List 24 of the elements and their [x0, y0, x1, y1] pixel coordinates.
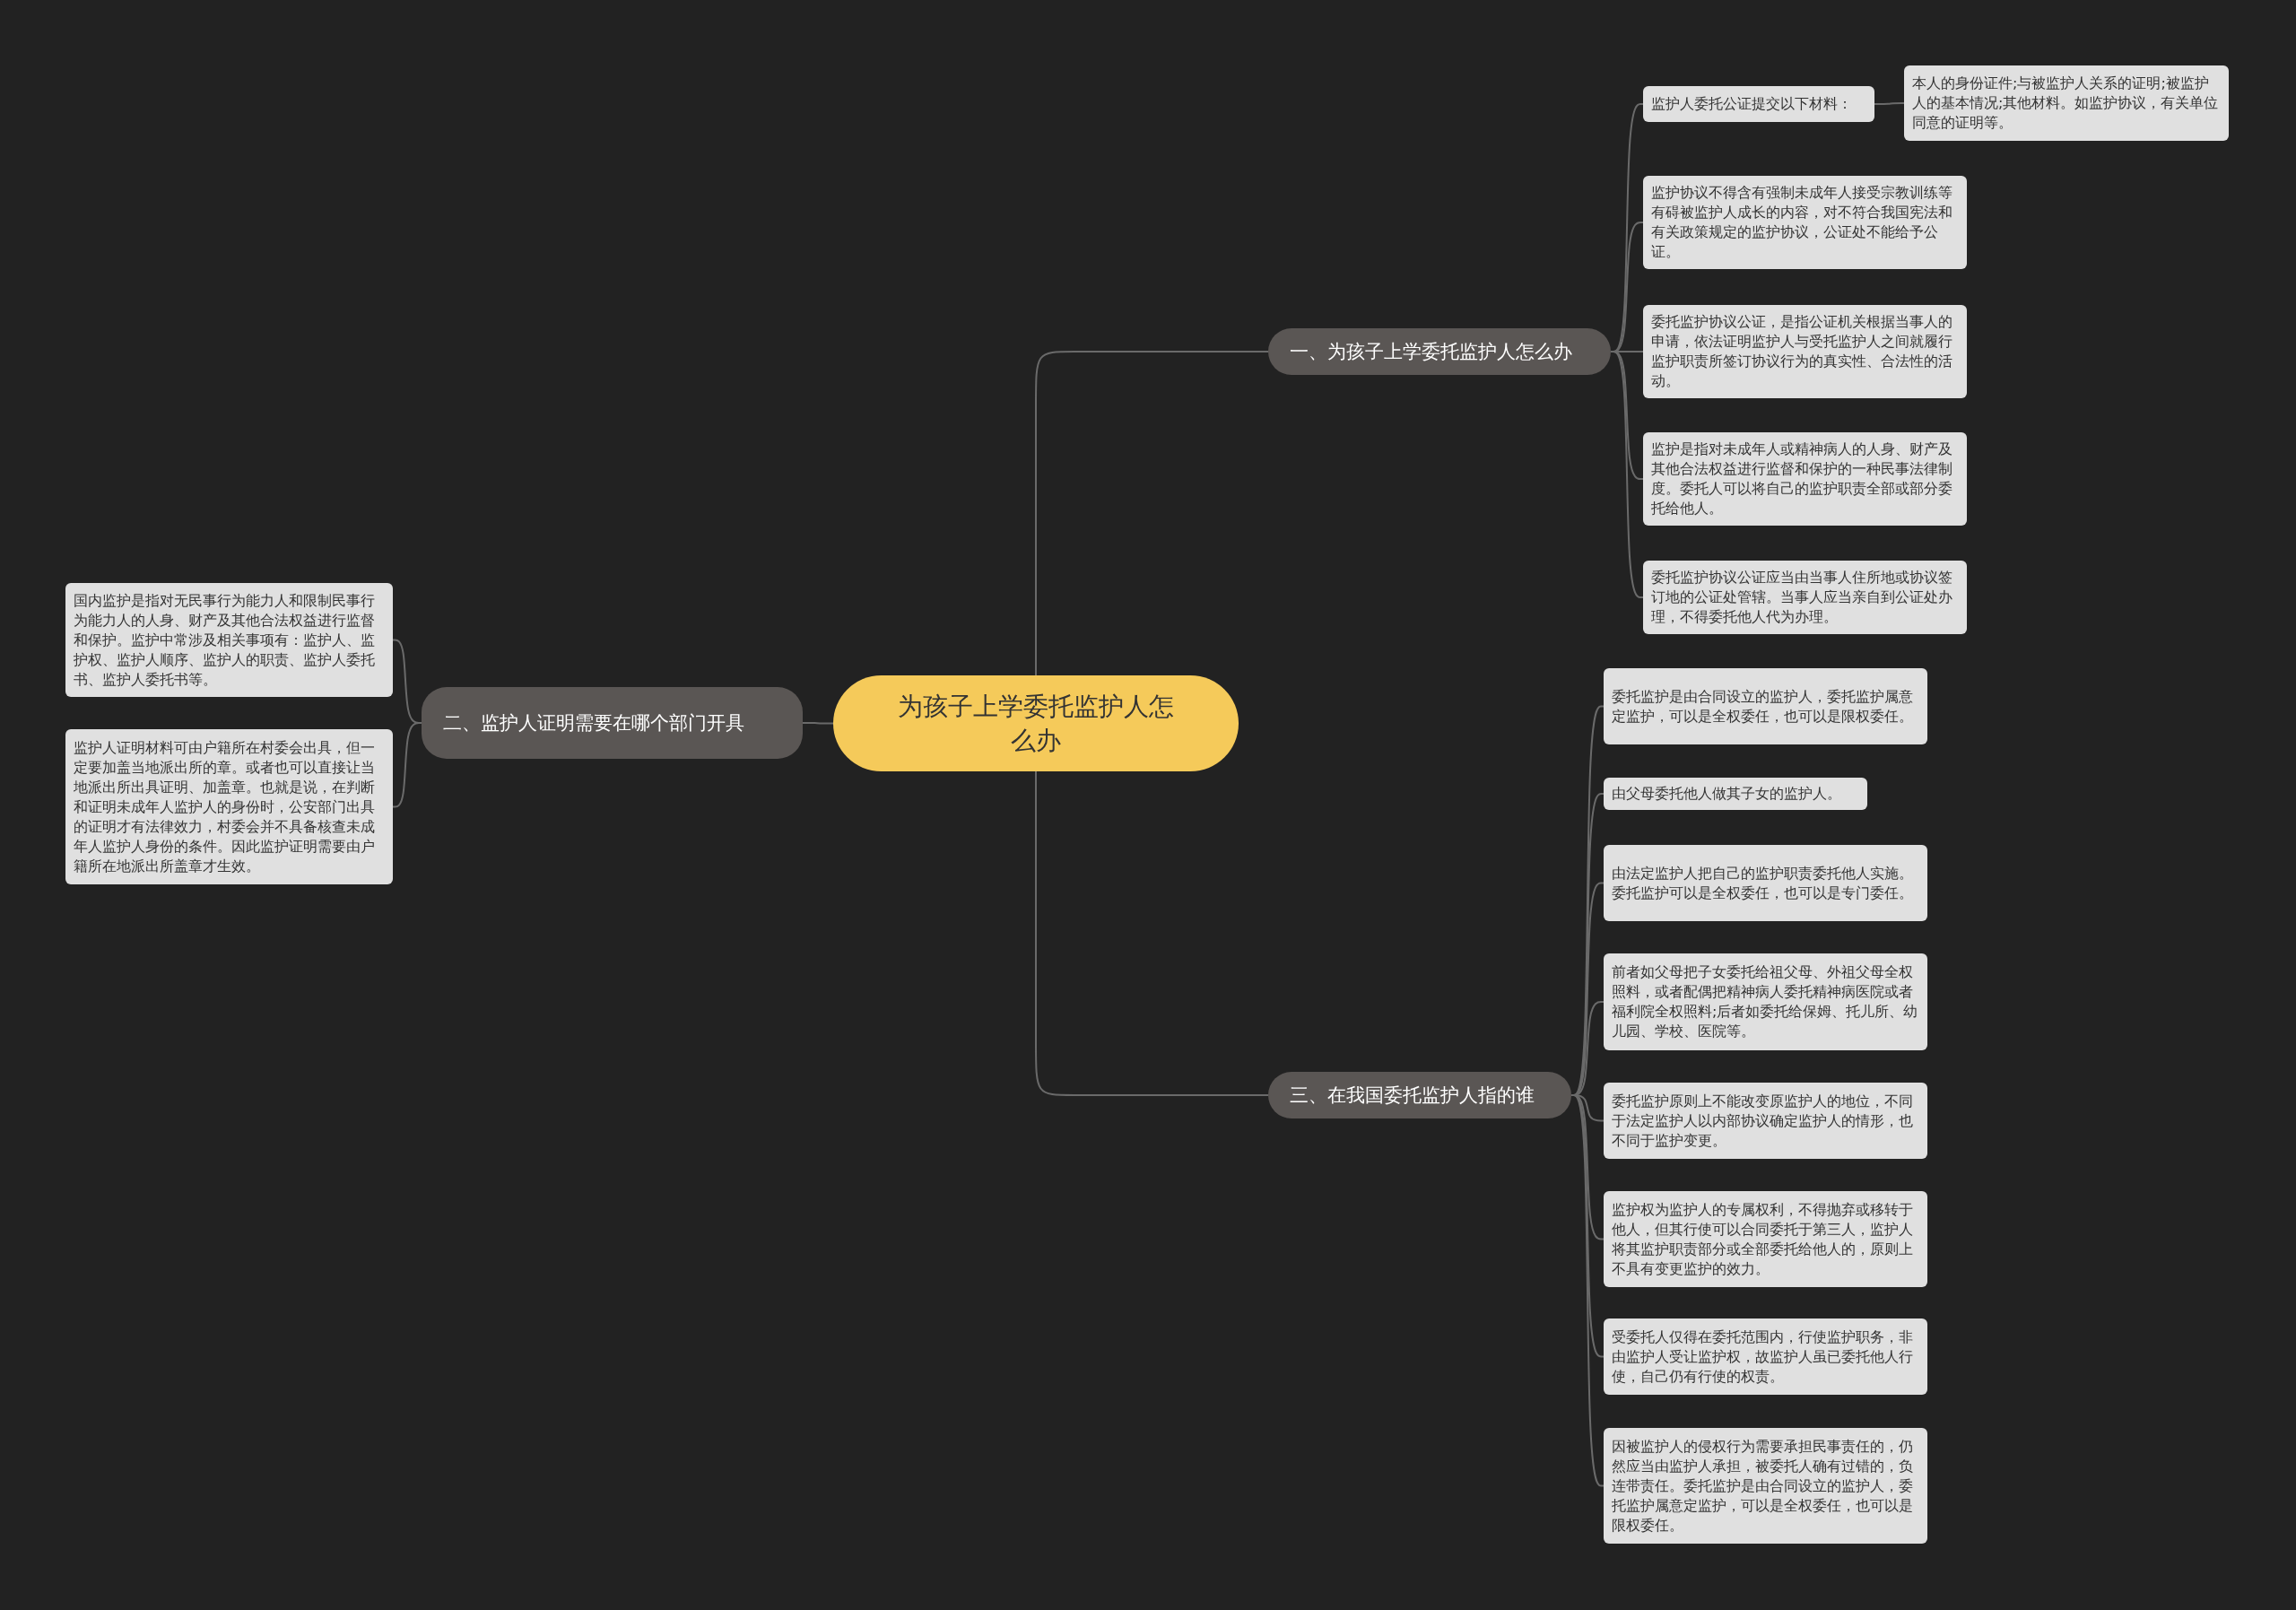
note-card: 由法定监护人把自己的监护职责委托他人实施。委托监护可以是全权委任，也可以是专门委任。	[1604, 845, 1927, 921]
note-card: 监护人委托公证提交以下材料：	[1643, 86, 1874, 122]
note-card: 本人的身份证件;与被监护人关系的证明;被监护人的基本情况;其他材料。如监护协议，有关单位同意的证明等。	[1904, 65, 2229, 141]
note-card: 监护权为监护人的专属权利，不得抛弃或移转于他人，但其行使可以合同委托于第三人，监护人将其监护职责部分或全部委托给他人的，原则上不具有变更监护的效力。	[1604, 1191, 1927, 1287]
connector-line	[1035, 770, 1269, 1096]
note-card: 委托监护协议公证应当由当事人住所地或协议签订地的公证处管辖。当事人应当亲自到公证处办理，不得委托他人代为办理。	[1643, 561, 1967, 634]
note-card: 因被监护人的侵权行为需要承担民事责任的，仍然应当由监护人承担，被委托人确有过错的，负连带责任。委托监护是由合同设立的监护人，委托监护属意定监护，可以是全权委任，也可以是限权委任。	[1604, 1428, 1927, 1544]
topic-node: 二、监护人证明需要在哪个部门开具	[422, 687, 803, 759]
topic-node: 三、在我国委托监护人指的谁	[1268, 1072, 1571, 1118]
note-card: 委托监护原则上不能改变原监护人的地位，不同于法定监护人以内部协议确定监护人的情形，也不同于监护变更。	[1604, 1083, 1927, 1159]
note-card: 委托监护协议公证，是指公证机关根据当事人的申请，依法证明监护人与受托监护人之间就履行监护职责所签订协议行为的真实性、合法性的活动。	[1643, 305, 1967, 398]
note-card: 监护人证明材料可由户籍所在村委会出具，但一定要加盖当地派出所的章。或者也可以直接让当地派出所出具证明、加盖章。也就是说，在判断和证明未成年人监护人的身份时，公安部门出具的证明才有法律效力，村委会并不具备核查未成年人监护人身份的条件。因此监护证明需要由户籍所在地派出所盖章才生效。	[65, 729, 393, 884]
note-card: 由父母委托他人做其子女的监护人。	[1604, 778, 1867, 810]
note-card: 受委托人仅得在委托范围内，行使监护职务，非由监护人受让监护权，故监护人虽已委托他人行使，自己仍有行使的权责。	[1604, 1318, 1927, 1395]
connector-line	[1035, 351, 1269, 676]
note-card: 监护是指对未成年人或精神病人的人身、财产及其他合法权益进行监督和保护的一种民事法律制度。委托人可以将自己的监护职责全部或部分委托给他人。	[1643, 432, 1967, 526]
note-card: 监护协议不得含有强制未成年人接受宗教训练等有碍被监护人成长的内容，对不符合我国宪法和有关政策规定的监护协议，公证处不能给予公证。	[1643, 176, 1967, 269]
topic-node: 一、为孩子上学委托监护人怎么办	[1268, 328, 1611, 375]
connector-line	[802, 722, 834, 725]
note-card: 前者如父母把子女委托给祖父母、外祖父母全权照料，或者配偶把精神病人委托精神病医院或者福利院全权照料;后者如委托给保姆、托儿所、幼儿园、学校、医院等。	[1604, 953, 1927, 1050]
connector-line	[1874, 102, 1905, 105]
note-card: 国内监护是指对无民事行为能力人和限制民事行为能力人的人身、财产及其他合法权益进行监督和保护。监护中常涉及相关事项有：监护人、监护权、监护人顺序、监护人的职责、监护人委托书、监护人委托书等。	[65, 583, 393, 697]
note-card: 委托监护是由合同设立的监护人，委托监护属意定监护，可以是全权委任，也可以是限权委任。	[1604, 668, 1927, 744]
central-topic: 为孩子上学委托监护人怎么办	[833, 675, 1239, 771]
